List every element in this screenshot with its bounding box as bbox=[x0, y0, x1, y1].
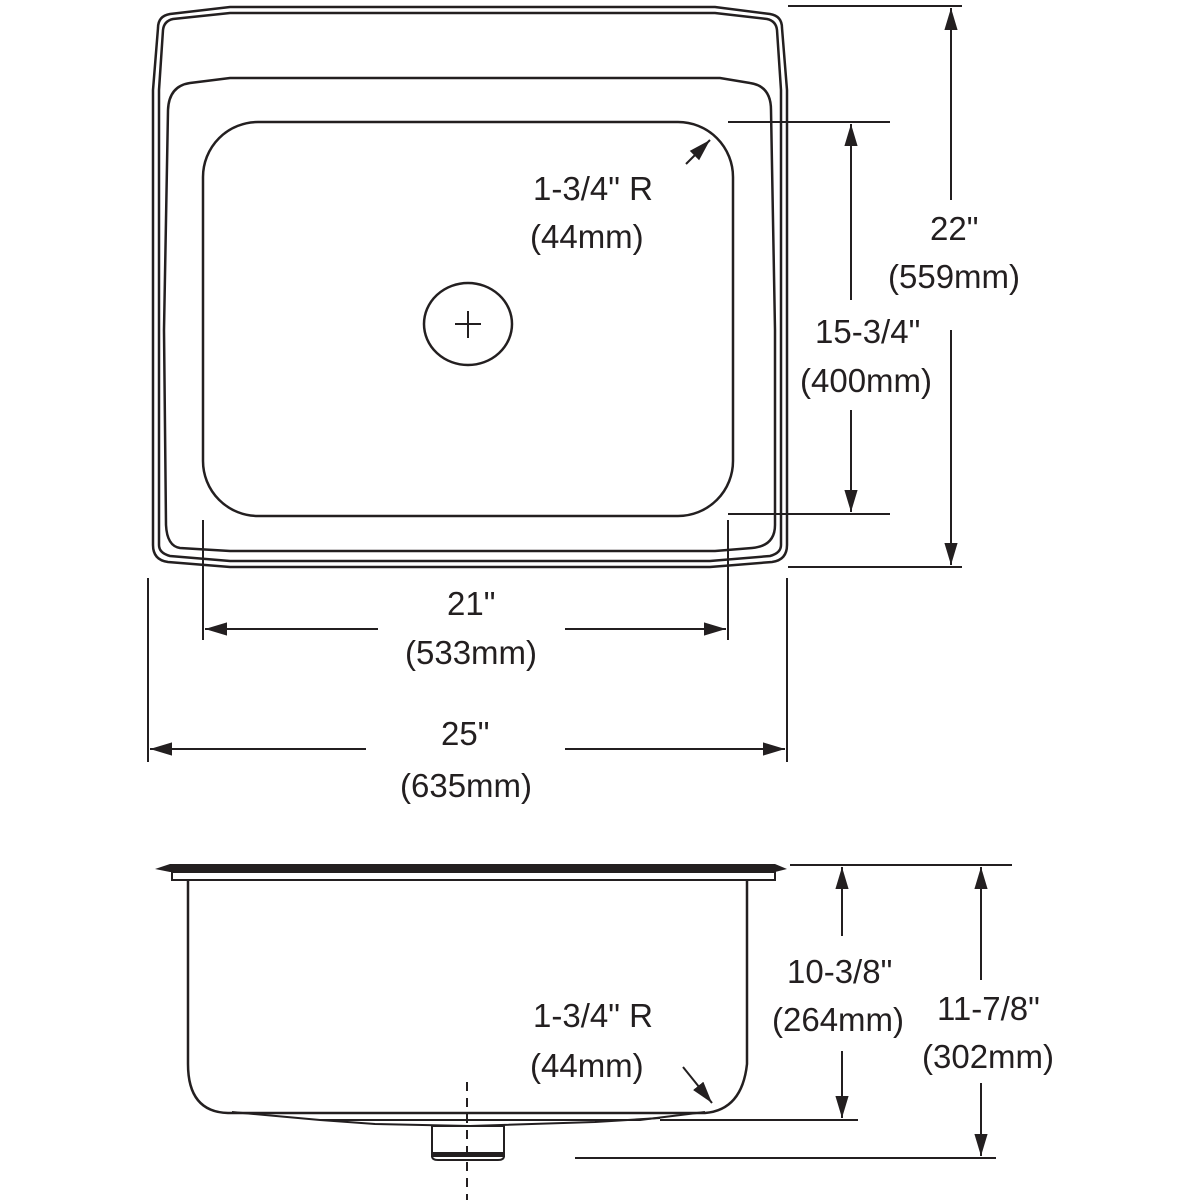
overall-depth-imperial: 22" bbox=[930, 210, 978, 247]
top-radius-metric: (44mm) bbox=[530, 218, 644, 255]
side-radius-imperial: 1-3/4" R bbox=[533, 997, 653, 1034]
side-view: 1-3/4" R (44mm) 10-3/8" (264mm) 11-7/8" … bbox=[155, 864, 1054, 1200]
drain-center-mark bbox=[455, 311, 481, 338]
bowl-height-imperial: 10-3/8" bbox=[787, 953, 892, 990]
top-view: 1-3/4" R (44mm) 22" (559mm) 15-3/4" (400… bbox=[147, 5, 1020, 804]
outer-rim bbox=[151, 5, 789, 569]
drain-tailpiece-bottom bbox=[431, 1155, 505, 1161]
bowl-profile bbox=[186, 880, 749, 1115]
radius-leader-side bbox=[682, 1066, 713, 1104]
rim-flange bbox=[155, 864, 787, 872]
overall-height-metric: (302mm) bbox=[922, 1038, 1054, 1075]
top-radius-imperial: 1-3/4" R bbox=[533, 170, 653, 207]
bowl-depth-metric: (400mm) bbox=[800, 362, 932, 399]
bowl-outline bbox=[201, 120, 735, 518]
bowl-width-metric: (533mm) bbox=[405, 634, 537, 671]
overall-depth-metric: (559mm) bbox=[888, 258, 1020, 295]
bowl-height-metric: (264mm) bbox=[772, 1001, 904, 1038]
outer-rim-inner bbox=[157, 11, 783, 563]
overall-width-metric: (635mm) bbox=[400, 767, 532, 804]
bowl-bottom bbox=[231, 1111, 706, 1121]
radius-leader-top bbox=[685, 139, 711, 165]
overall-height-imperial: 11-7/8" bbox=[937, 990, 1040, 1027]
side-radius-metric: (44mm) bbox=[530, 1047, 644, 1084]
rim-lip bbox=[171, 871, 776, 881]
overall-width-imperial: 25" bbox=[441, 715, 489, 752]
drain-circle bbox=[422, 281, 514, 367]
bowl-width-imperial: 21" bbox=[447, 585, 495, 622]
deck-ledge bbox=[162, 76, 777, 553]
bowl-depth-imperial: 15-3/4" bbox=[815, 313, 920, 350]
